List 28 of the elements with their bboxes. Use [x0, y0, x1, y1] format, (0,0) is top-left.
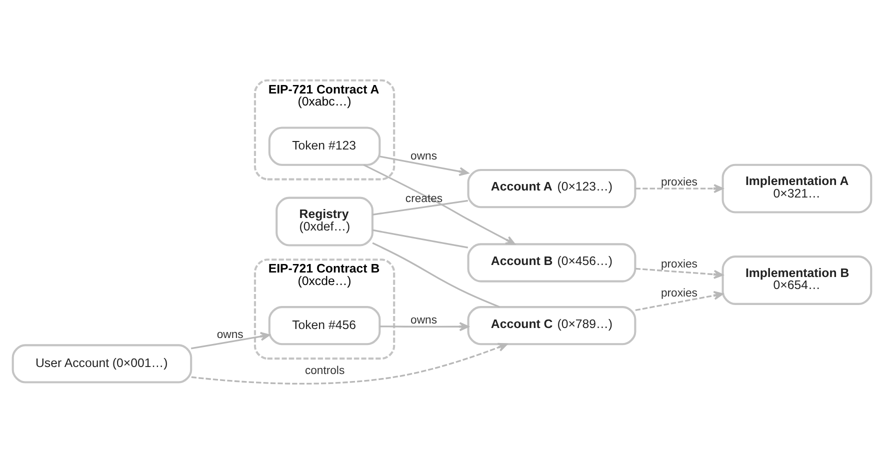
edge-label: creates: [405, 192, 443, 205]
edge-label: owns: [410, 150, 438, 162]
edge-label: proxies: [660, 258, 698, 271]
connector: [372, 200, 468, 216]
arrow: [635, 268, 724, 279]
arrow: [380, 322, 469, 332]
connector: [372, 242, 500, 308]
arrow: [380, 156, 469, 176]
arrow: [635, 184, 724, 194]
connector: [372, 229, 468, 248]
arrow: [190, 332, 270, 350]
edge-label: owns: [410, 314, 438, 326]
edge-label: proxies: [660, 176, 698, 188]
edge-label: owns: [216, 328, 244, 341]
node-box: User Account (0×001…): [12, 344, 192, 384]
node-box: Account B (0×456…): [467, 243, 636, 282]
node-box: Implementation A 0×321…: [722, 164, 872, 214]
arrow: [635, 291, 724, 311]
node-box: Token #123: [268, 126, 381, 166]
node-box: Implementation B 0×654…: [722, 256, 872, 305]
edge-label: proxies: [660, 288, 698, 300]
node-box: Account C (0×789…): [467, 306, 636, 346]
node-box: Account A (0×123…): [467, 168, 636, 208]
arrow: [363, 164, 516, 245]
node-box: Token #456: [268, 306, 381, 346]
edge-label: controls: [304, 364, 345, 377]
node-box: Registry (0xdef…): [276, 196, 374, 246]
arrow: [191, 342, 508, 384]
